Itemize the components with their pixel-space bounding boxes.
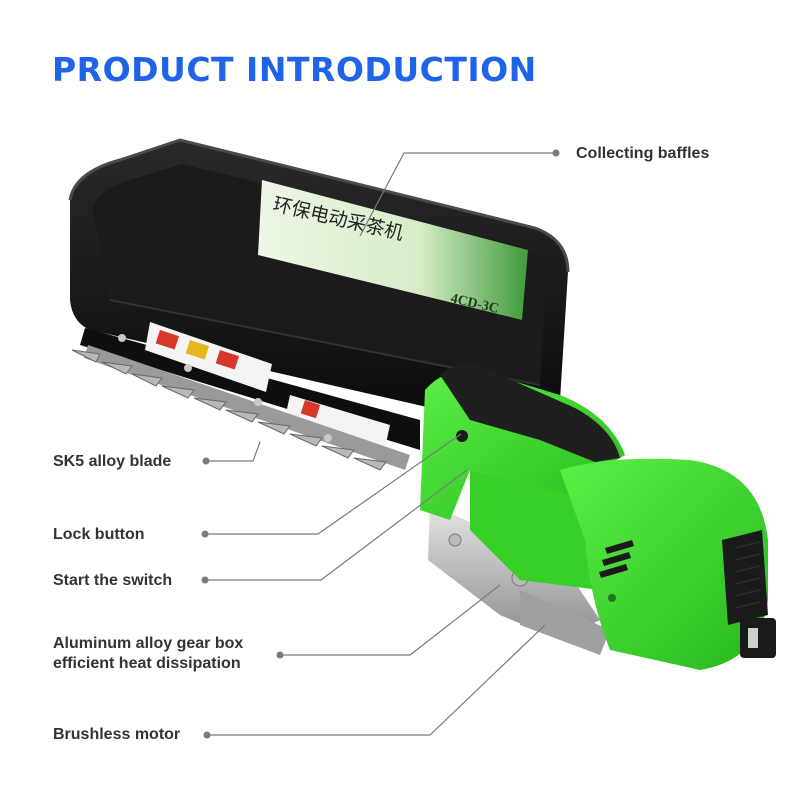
callout-sk5-alloy-blade: SK5 alloy blade [53, 453, 172, 470]
callout-lock-button: Lock button [53, 526, 145, 543]
callout-gear-box-line2: efficient heat dissipation [53, 655, 241, 672]
blade [71, 334, 410, 471]
machine-body [420, 365, 776, 670]
leader-lines [205, 152, 556, 736]
page-title: PRODUCT INTRODUCTION [52, 50, 537, 89]
callout-gear-box: Aluminum alloy gear box [53, 635, 244, 652]
callout-start-switch: Start the switch [53, 572, 173, 589]
warning-stickers [145, 322, 390, 448]
callout-collecting-baffles: Collecting baffles [576, 145, 710, 162]
callout-brushless-motor: Brushless motor [53, 726, 181, 743]
leader-dots [201, 149, 560, 739]
